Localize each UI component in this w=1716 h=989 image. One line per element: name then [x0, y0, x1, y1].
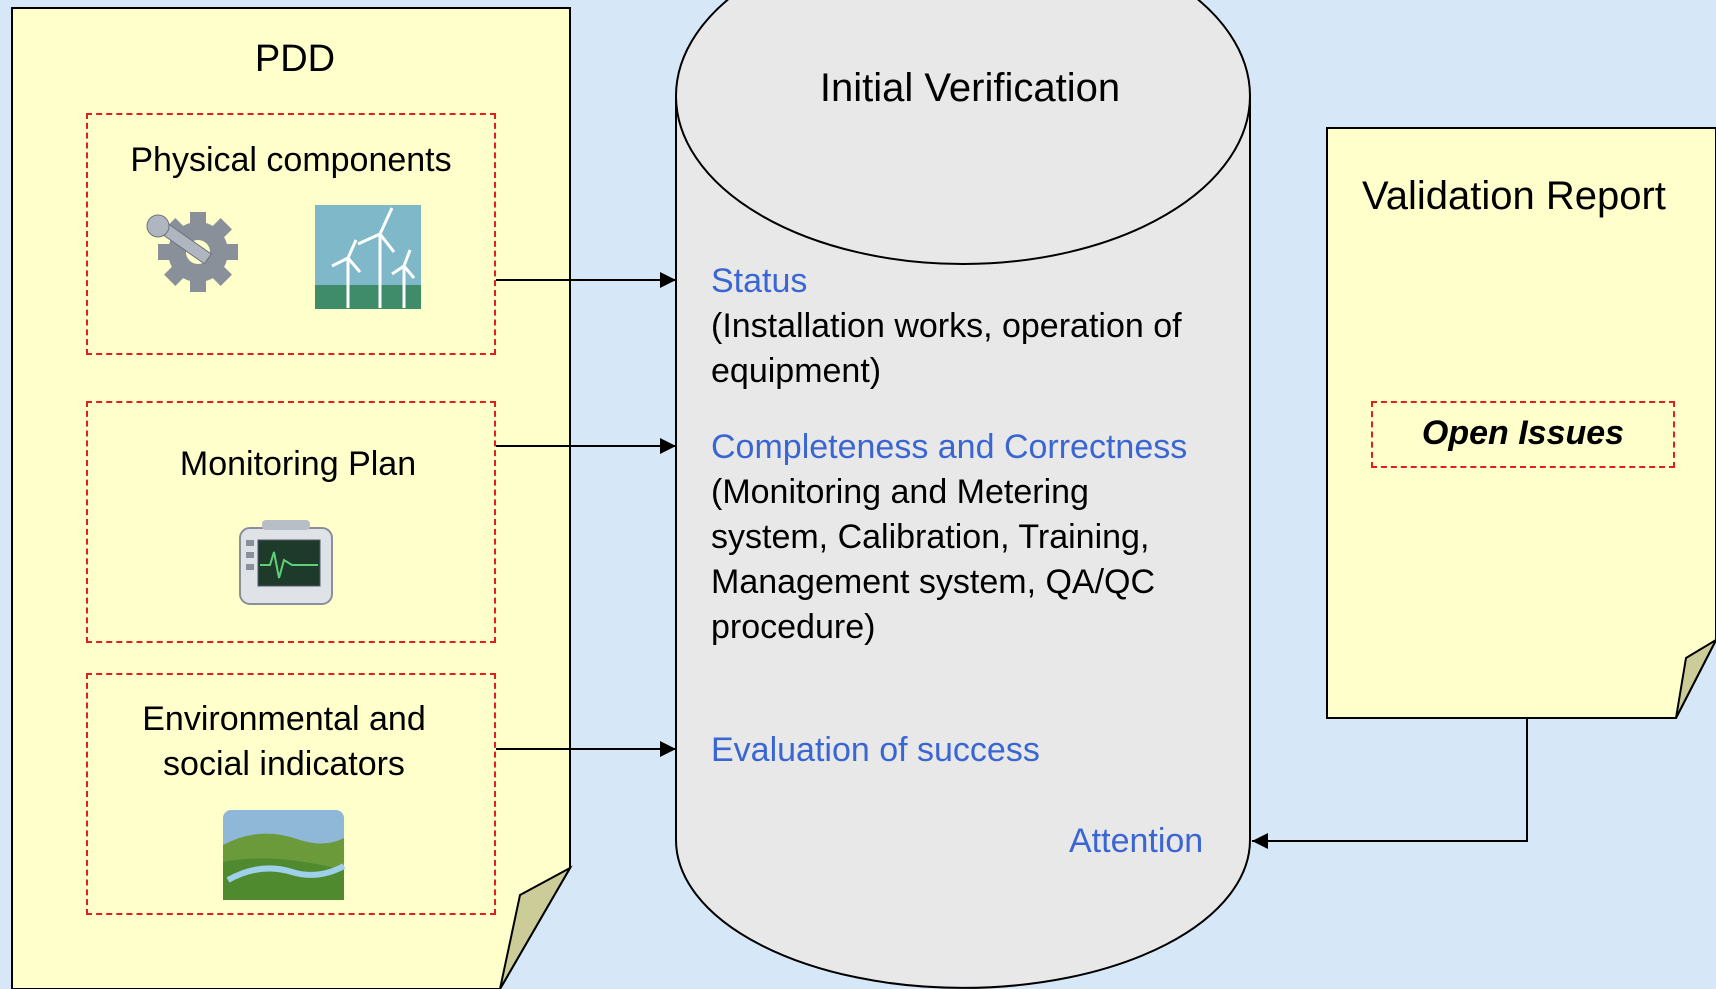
physical-components-label: Physical components — [130, 141, 452, 179]
completeness-detail-line2: system, Calibration, Training, — [711, 518, 1150, 556]
pdd-page-fold — [499, 865, 573, 989]
environmental-indicators-box — [86, 673, 496, 915]
completeness-detail-line1: (Monitoring and Metering — [711, 473, 1089, 511]
status-heading: Status — [711, 262, 808, 300]
open-issues-label: Open Issues — [1421, 414, 1625, 452]
arrow-report-to-attention — [1252, 718, 1528, 849]
completeness-heading: Completeness and Correctness — [711, 428, 1188, 466]
report-page-fold — [1675, 638, 1716, 719]
monitoring-plan-label: Monitoring Plan — [179, 445, 417, 483]
verification-cylinder-top — [675, 0, 1251, 265]
physical-components-box — [86, 113, 496, 355]
environmental-label-line1: Environmental and — [142, 700, 426, 738]
pdd-title: PDD — [254, 38, 336, 80]
attention-heading: Attention — [1069, 822, 1204, 860]
wind-turbines-icon — [315, 205, 421, 309]
completeness-detail-line4: procedure) — [711, 608, 876, 646]
completeness-detail-line3: Management system, QA/QC — [711, 563, 1156, 601]
open-issues-box — [1371, 401, 1675, 468]
monitor-device-icon — [239, 520, 333, 605]
status-detail-line2: equipment) — [711, 352, 882, 390]
tools-gear-icon — [146, 212, 238, 292]
monitoring-plan-box — [86, 401, 496, 643]
environmental-label-line2: social indicators — [163, 745, 405, 783]
evaluation-heading: Evaluation of success — [711, 731, 1040, 769]
status-detail-line1: (Installation works, operation of — [711, 307, 1182, 345]
verification-cylinder-body — [675, 96, 1251, 989]
report-title: Validation Report — [1362, 174, 1666, 218]
verification-title: Initial Verification — [819, 66, 1121, 110]
landscape-river-icon — [223, 810, 346, 900]
